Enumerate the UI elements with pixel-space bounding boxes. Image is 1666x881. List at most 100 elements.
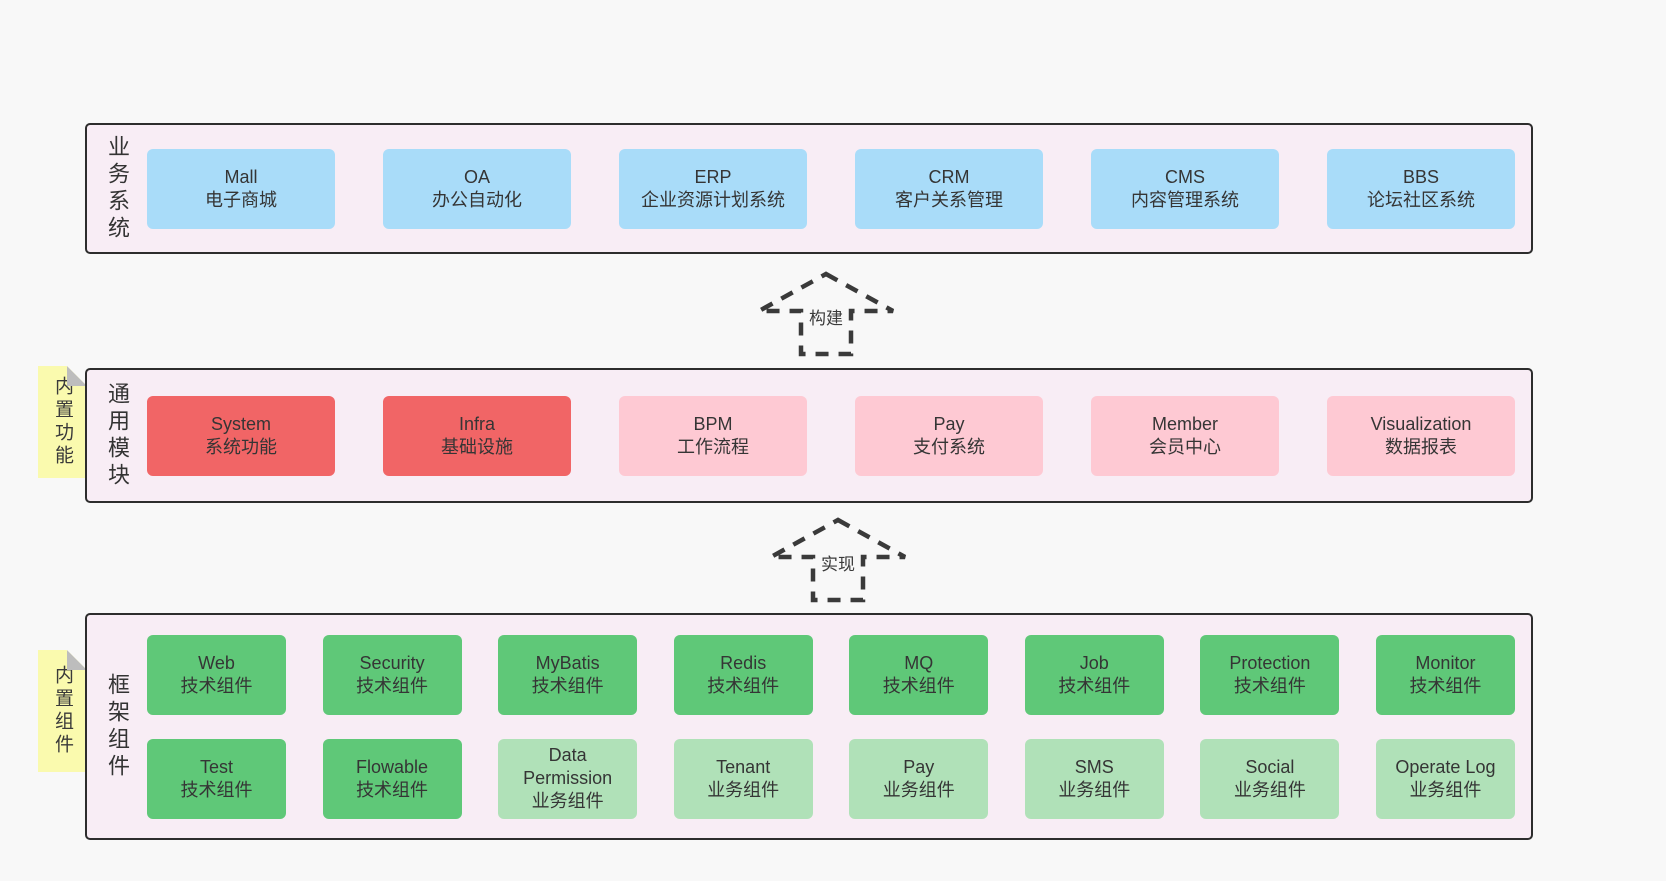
implement-arrow-label: 实现	[818, 549, 858, 576]
box-subtitle: 技术组件	[1233, 675, 1306, 696]
box-visualization: Visualization 数据报表	[1327, 395, 1515, 476]
box-mall: Mall 电子商城	[147, 148, 335, 229]
box-subtitle: 内容管理系统	[1131, 189, 1239, 210]
box-title: Job	[1079, 652, 1109, 673]
box-subtitle: 论坛社区系统	[1367, 189, 1475, 210]
box-title: Web	[198, 652, 235, 673]
box-subtitle: 技术组件	[1058, 675, 1131, 696]
box-title: Pay	[903, 756, 935, 777]
box-system: System 系统功能	[147, 395, 335, 476]
box-cms: CMS 内容管理系统	[1091, 148, 1279, 229]
box-data-permission: Data Permission 业务组件	[498, 738, 638, 819]
box-infra: Infra 基础设施	[383, 395, 571, 476]
built-in-functions-tag: 内置功能	[38, 366, 87, 478]
tag-label: 内置组件	[52, 665, 73, 757]
box-subtitle: 技术组件	[1409, 675, 1482, 696]
box-title: Security	[359, 652, 425, 673]
box-subtitle: 会员中心	[1149, 436, 1221, 457]
box-job: Job 技术组件	[1024, 634, 1164, 715]
box-subtitle: 办公自动化	[432, 189, 522, 210]
box-member: Member 会员中心	[1091, 395, 1279, 476]
build-arrow-icon: 构建	[756, 271, 896, 357]
box-title: Member	[1151, 413, 1218, 434]
box-title: Monitor	[1415, 652, 1476, 673]
box-redis: Redis 技术组件	[673, 634, 813, 715]
box-subtitle: 业务组件	[1409, 779, 1482, 800]
box-title: OA	[463, 166, 490, 187]
box-title: BPM	[693, 413, 733, 434]
box-title: ERP	[694, 166, 732, 187]
box-title: MQ	[904, 652, 934, 673]
box-social: Social 业务组件	[1200, 738, 1340, 819]
box-security: Security 技术组件	[322, 634, 462, 715]
box-test: Test 技术组件	[147, 738, 286, 819]
box-mybatis: MyBatis 技术组件	[498, 634, 638, 715]
tag-fold-corner	[67, 366, 87, 386]
box-subtitle: 技术组件	[180, 675, 253, 696]
box-oa: OA 办公自动化	[383, 148, 571, 229]
box-subtitle: 企业资源计划系统	[641, 189, 785, 210]
box-crm: CRM 客户关系管理	[855, 148, 1043, 229]
box-monitor: Monitor 技术组件	[1375, 634, 1515, 715]
box-subtitle: 业务组件	[531, 791, 604, 811]
box-subtitle: 业务组件	[1233, 779, 1306, 800]
box-flowable: Flowable 技术组件	[322, 738, 462, 819]
box-pay-system: Pay 支付系统	[855, 395, 1043, 476]
box-bbs: BBS 论坛社区系统	[1327, 148, 1515, 229]
box-bpm: BPM 工作流程	[619, 395, 807, 476]
box-subtitle: 技术组件	[356, 675, 429, 696]
box-mq: MQ 技术组件	[849, 634, 989, 715]
box-operate-log: Operate Log 业务组件	[1375, 738, 1515, 819]
box-web: Web 技术组件	[147, 634, 286, 715]
box-title: BBS	[1402, 166, 1440, 187]
box-protection: Protection 技术组件	[1200, 634, 1340, 715]
box-subtitle: 技术组件	[531, 675, 604, 696]
box-subtitle: 业务组件	[1058, 779, 1131, 800]
box-title: Infra	[458, 413, 496, 434]
business-systems-panel: 业务系统 Mall 电子商城 OA 办公自动化 ERP 企业资源计划系统 CRM…	[85, 123, 1533, 254]
box-title: CMS	[1165, 166, 1205, 187]
box-subtitle: 技术组件	[356, 779, 429, 800]
built-in-components-tag: 内置组件	[38, 650, 87, 772]
box-subtitle: 电子商城	[205, 189, 277, 210]
box-subtitle: 业务组件	[882, 779, 955, 800]
box-title: Test	[199, 756, 233, 777]
box-subtitle: 工作流程	[677, 436, 749, 457]
box-title: Social	[1245, 756, 1295, 777]
box-subtitle: 支付系统	[913, 436, 985, 457]
box-title: Redis	[720, 652, 767, 673]
box-subtitle: 技术组件	[707, 675, 780, 696]
box-erp: ERP 企业资源计划系统	[619, 148, 807, 229]
box-subtitle: 系统功能	[205, 436, 277, 457]
box-title: Data Permission	[523, 745, 613, 788]
box-title: Flowable	[356, 756, 429, 777]
implement-arrow-icon: 实现	[768, 517, 908, 603]
box-title: Visualization	[1370, 413, 1472, 434]
box-pay-component: Pay 业务组件	[849, 738, 989, 819]
panel-title-business-systems: 业务系统	[105, 134, 130, 243]
box-title: Protection	[1229, 652, 1311, 673]
tag-fold-corner	[67, 650, 87, 670]
box-title: Pay	[933, 413, 965, 434]
box-title: Mall	[224, 166, 258, 187]
panel-title-framework-components: 框架组件	[105, 672, 130, 781]
build-arrow-label: 构建	[806, 303, 846, 330]
box-subtitle: 技术组件	[180, 779, 253, 800]
box-subtitle: 数据报表	[1385, 436, 1457, 457]
box-subtitle: 基础设施	[441, 436, 513, 457]
box-title: Operate Log	[1395, 756, 1496, 777]
panel-title-common-modules: 通用模块	[105, 381, 130, 490]
box-subtitle: 业务组件	[707, 779, 780, 800]
box-subtitle: 技术组件	[882, 675, 955, 696]
box-tenant: Tenant 业务组件	[673, 738, 813, 819]
box-sms: SMS 业务组件	[1024, 738, 1164, 819]
common-modules-panel: 通用模块 System 系统功能 Infra 基础设施 BPM 工作流程 Pay…	[85, 368, 1533, 503]
framework-components-panel: 框架组件 Web 技术组件 Security 技术组件 MyBatis 技术组件…	[85, 613, 1533, 840]
box-title: SMS	[1074, 756, 1114, 777]
box-title: System	[210, 413, 271, 434]
tag-label: 内置功能	[52, 376, 73, 468]
box-title: Tenant	[716, 756, 771, 777]
box-subtitle: 客户关系管理	[895, 189, 1003, 210]
box-title: MyBatis	[535, 652, 600, 673]
